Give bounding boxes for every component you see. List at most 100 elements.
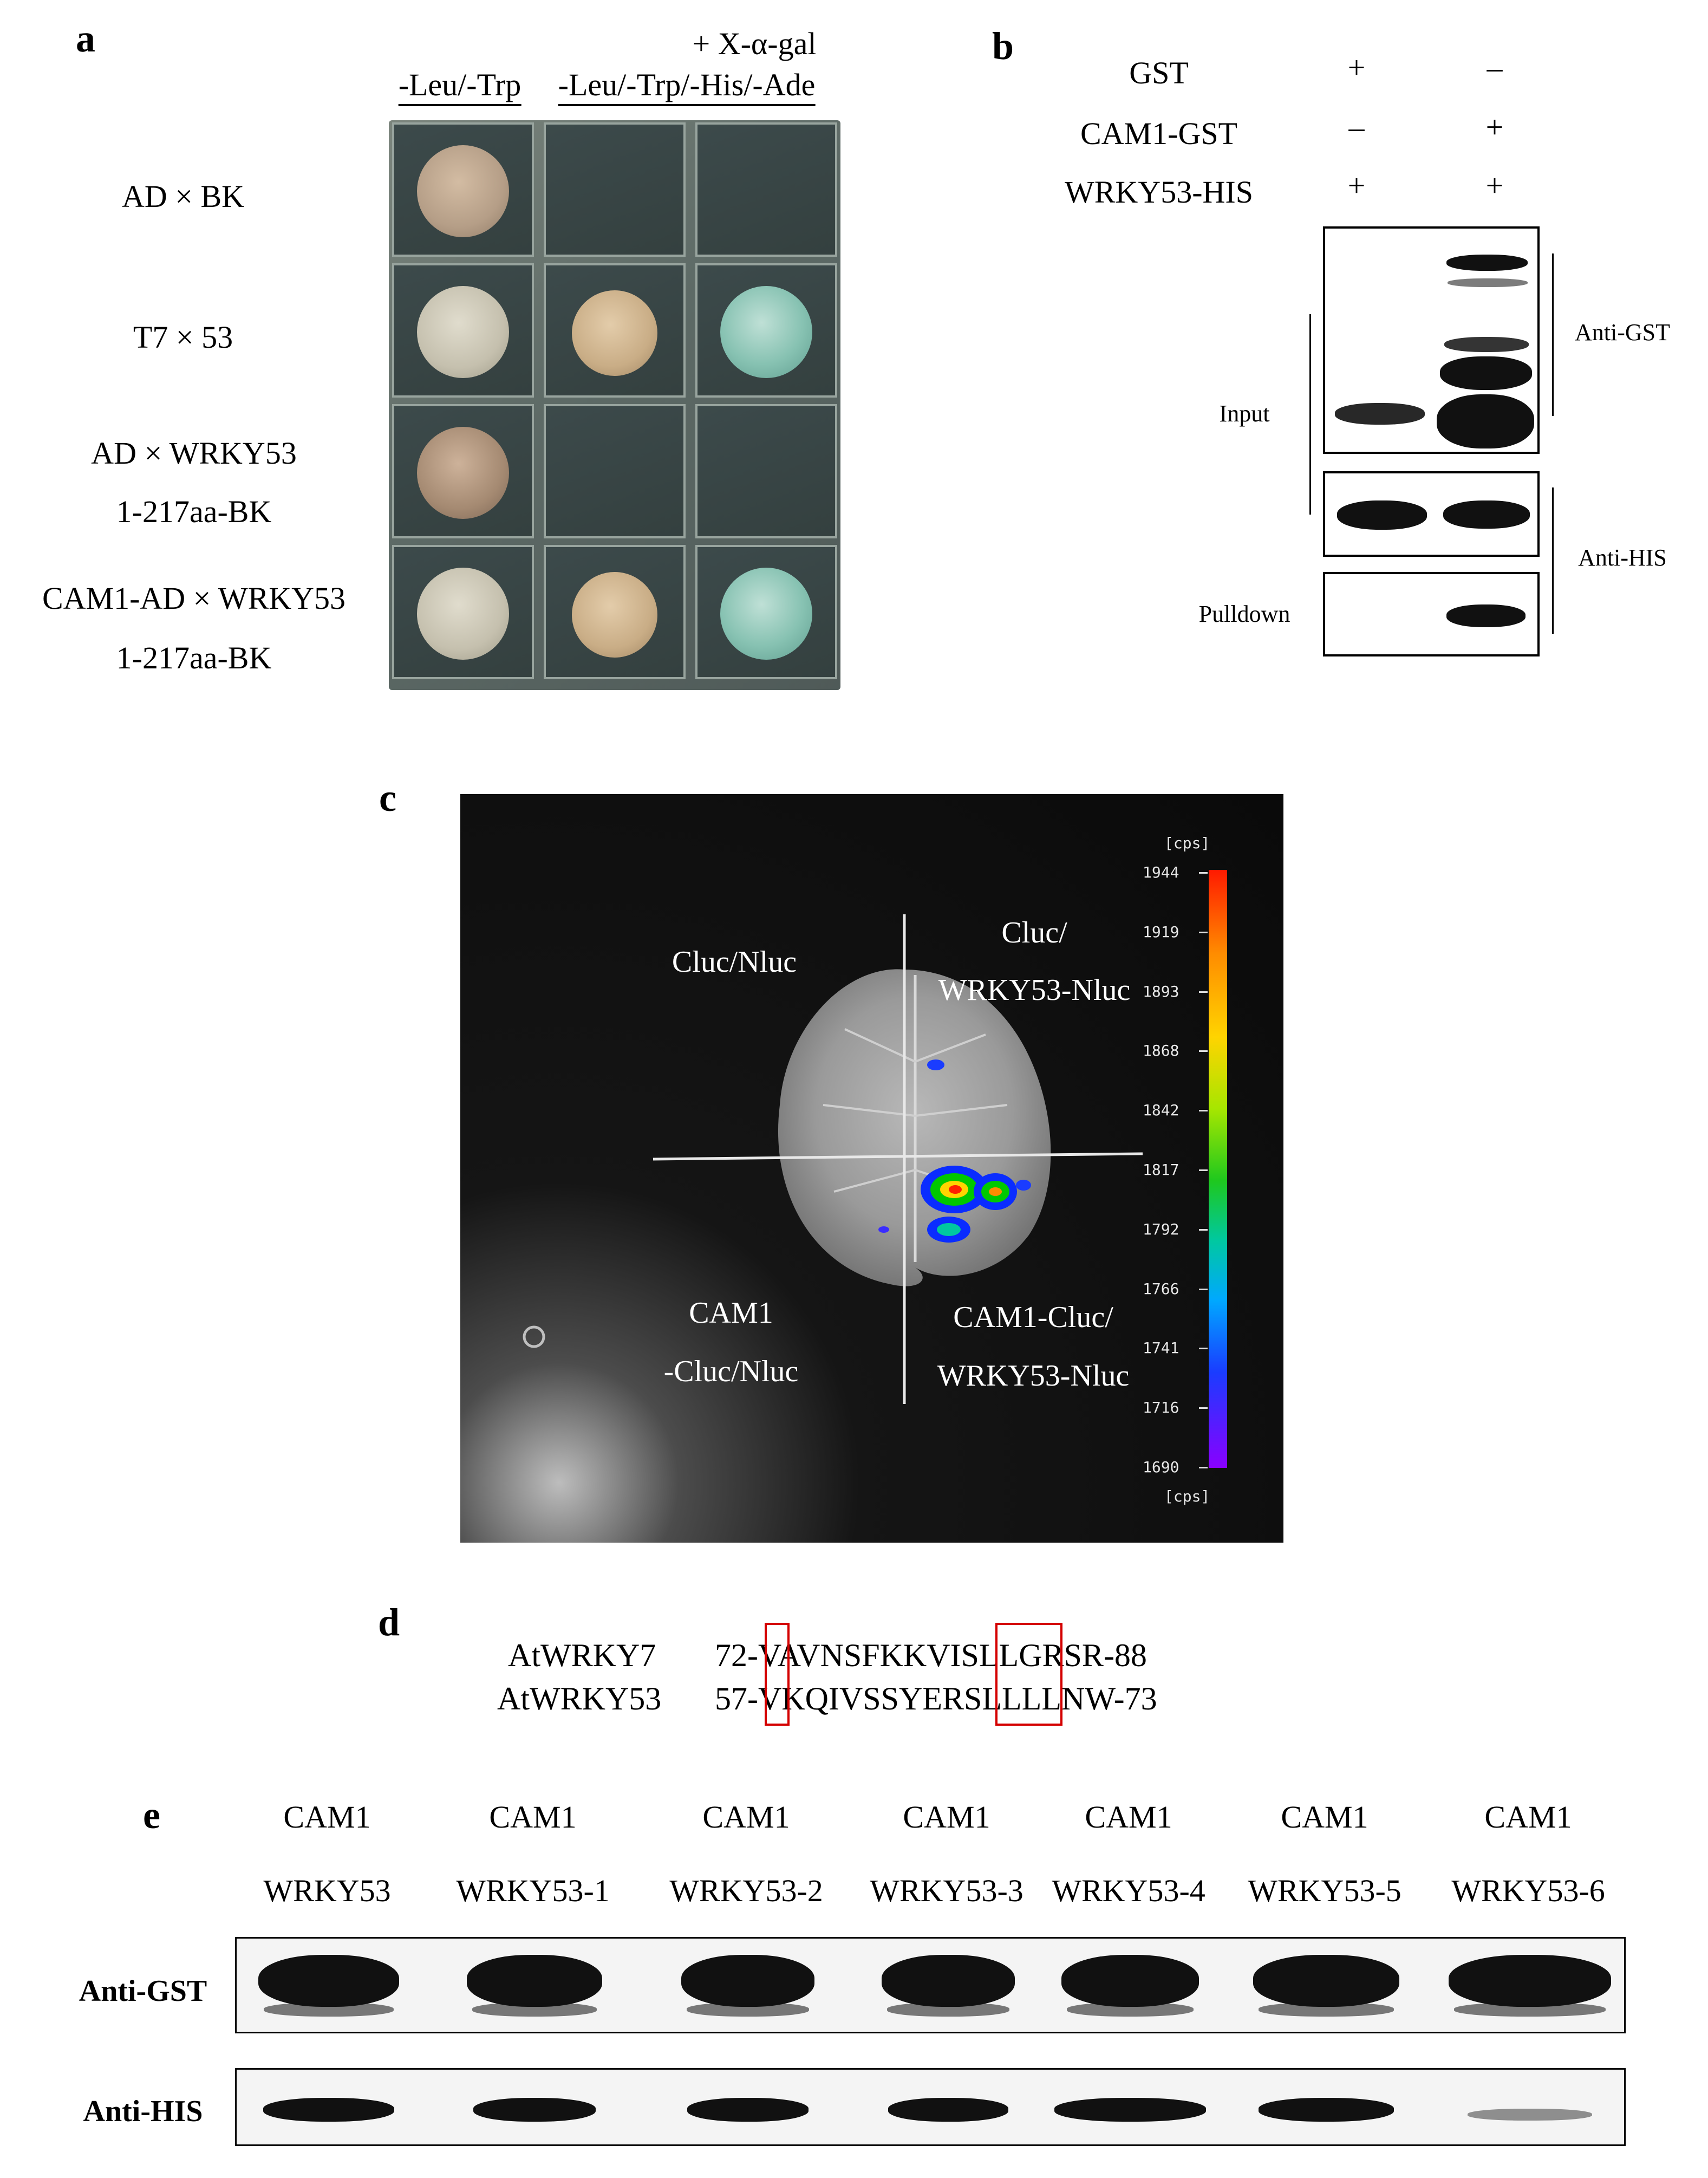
scale-tick-label: 1944 — [1143, 863, 1179, 881]
scale-tick-mark — [1199, 1228, 1208, 1231]
band — [1449, 1955, 1611, 2007]
panel-label-c: c — [379, 776, 396, 820]
band — [1468, 2109, 1592, 2121]
quadrant-label-bottom-right-2: WRKY53-Nluc — [937, 1359, 1130, 1393]
color-scale-bar — [1209, 870, 1227, 1468]
band — [1446, 604, 1526, 627]
quadrant-line-h — [653, 1152, 1143, 1161]
blot-input-anti-his — [1323, 471, 1540, 557]
droplet — [523, 1325, 545, 1348]
wrky53-his-lane1: + — [1347, 168, 1366, 203]
scale-tick-label: 1766 — [1143, 1279, 1179, 1298]
yeast-colony — [572, 290, 657, 376]
anti-gst-label-e: Anti-GST — [79, 1974, 207, 2008]
quadrant-label-top-right-2: WRKY53-Nluc — [938, 973, 1131, 1007]
band — [263, 2098, 394, 2122]
highlight-box-v — [765, 1623, 790, 1726]
yeast-plate — [389, 120, 840, 690]
plate-cell — [392, 545, 534, 679]
band — [1337, 500, 1427, 530]
panel-label-a: a — [76, 17, 95, 60]
scale-tick-mark — [1199, 1050, 1208, 1052]
scale-tick-mark — [1199, 1348, 1208, 1350]
band — [687, 2098, 809, 2122]
seq1-sequence: 72-VAVNSFKKVISLLGRSR-88 — [715, 1637, 1147, 1673]
bracket-line — [1552, 487, 1554, 634]
plate-cell — [695, 545, 837, 679]
scale-tick-mark — [1199, 1467, 1208, 1468]
band — [1437, 394, 1534, 448]
plate-cell — [544, 404, 686, 538]
plate-cell — [544, 545, 686, 679]
band — [681, 1955, 814, 2007]
col-header-leu-trp: -Leu/-Trp — [398, 69, 521, 106]
plate-cell — [695, 404, 837, 538]
seq2-name: AtWRKY53 — [497, 1681, 662, 1717]
scale-tick-mark — [1199, 872, 1208, 874]
quadrant-label-top-right-1: Cluc/ — [1001, 916, 1067, 950]
row-label-ad-wrky53-line2: 1-217aa-BK — [116, 494, 272, 529]
yeast-colony — [417, 568, 509, 660]
lane-top-label: CAM1 — [1085, 1799, 1172, 1835]
luminescence-signal — [878, 1059, 1031, 1243]
scale-unit-bottom: [cps] — [1164, 1487, 1210, 1505]
band — [472, 2003, 597, 2017]
xgal-header: + X-α-gal — [692, 26, 817, 61]
anti-his-label-b: Anti-HIS — [1578, 544, 1667, 571]
col-header-quad-dropout: -Leu/-Trp/-His/-Ade — [558, 69, 816, 106]
bracket-line — [1309, 314, 1311, 515]
scale-tick-mark — [1199, 991, 1208, 993]
row-label-cam1-wrky53: CAM1-AD × WRKY53 — [42, 581, 346, 616]
lane-top-label: CAM1 — [702, 1799, 790, 1835]
blot-e-anti-gst — [235, 1937, 1626, 2033]
lane-top-label: CAM1 — [283, 1799, 371, 1835]
band — [264, 2003, 394, 2017]
cam1-gst-row-label: CAM1-GST — [1080, 116, 1238, 151]
band — [882, 1955, 1015, 2007]
panel-label-d: d — [378, 1601, 400, 1644]
plate-cell — [544, 263, 686, 398]
band — [1448, 278, 1528, 287]
seq1-name: AtWRKY7 — [508, 1637, 656, 1673]
leaf-vein — [823, 1028, 1008, 1198]
wrky53-his-row-label: WRKY53-HIS — [1065, 174, 1253, 210]
lane-bottom-label: WRKY53-4 — [1052, 1873, 1205, 1908]
lane-top-label: CAM1 — [903, 1799, 990, 1835]
lane-top-label: CAM1 — [1484, 1799, 1572, 1835]
plate-cell — [695, 122, 837, 257]
row-label-ad-bk: AD × BK — [121, 179, 245, 214]
yeast-colony-blue — [720, 286, 812, 378]
band — [1054, 2098, 1206, 2122]
band — [1067, 2003, 1194, 2017]
yeast-colony-blue — [720, 568, 812, 660]
scale-tick-mark — [1199, 931, 1208, 933]
band — [1259, 2098, 1394, 2122]
lane-bottom-label: WRKY53-5 — [1248, 1873, 1401, 1908]
lane-bottom-label: WRKY53-1 — [456, 1873, 610, 1908]
band — [1454, 2003, 1606, 2017]
band — [1259, 2003, 1394, 2017]
blot-input-anti-gst — [1323, 226, 1540, 454]
plate-cell — [544, 122, 686, 257]
row-label-ad-wrky53: AD × WRKY53 — [91, 435, 297, 471]
panel-label-b: b — [992, 24, 1014, 68]
scale-tick-mark — [1199, 1169, 1208, 1171]
band — [258, 1955, 399, 2007]
band — [1061, 1955, 1199, 2007]
band — [1446, 255, 1528, 271]
scale-tick-label: 1868 — [1143, 1042, 1179, 1060]
scale-tick-label: 1690 — [1143, 1458, 1179, 1476]
band — [1253, 1955, 1399, 2007]
anti-his-label-e: Anti-HIS — [83, 2095, 203, 2128]
input-label: Input — [1219, 400, 1270, 427]
yeast-colony — [417, 145, 509, 237]
gst-row-label: GST — [1129, 55, 1189, 90]
scale-tick-label: 1919 — [1143, 922, 1179, 941]
band — [1335, 403, 1425, 425]
lane-top-label: CAM1 — [489, 1799, 577, 1835]
cam1-gst-lane1: – — [1348, 109, 1365, 145]
quadrant-label-bottom-left-2: -Cluc/Nluc — [663, 1355, 799, 1388]
row-label-t7-53: T7 × 53 — [133, 320, 233, 355]
panel-label-e: e — [143, 1793, 160, 1837]
